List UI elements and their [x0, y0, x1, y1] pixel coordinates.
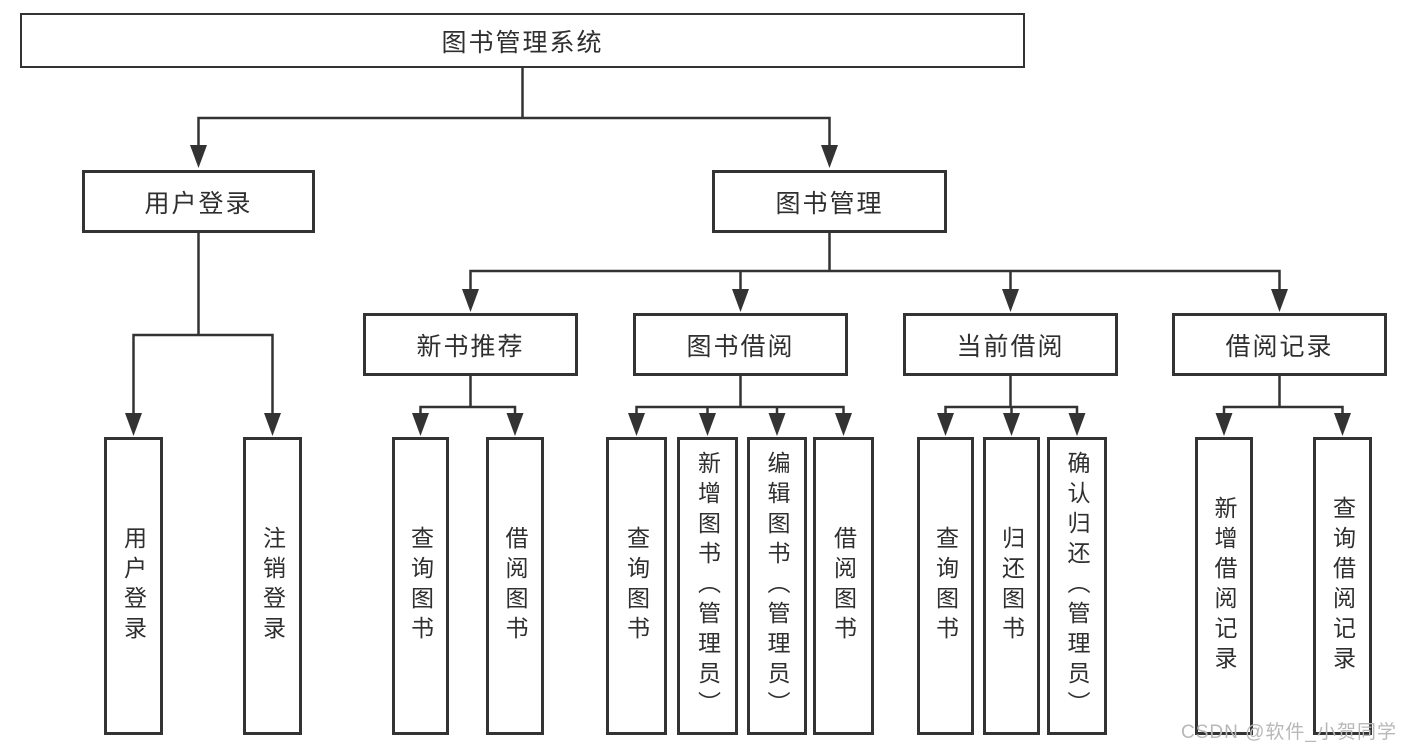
edge-book-borrow-fan — [635, 376, 845, 420]
leaf-logout: 注销登录 — [243, 437, 302, 735]
node-borrow-records: 借阅记录 — [1172, 313, 1387, 376]
node-book-borrow-label: 图书借阅 — [686, 332, 795, 361]
node-current-borrow: 当前借阅 — [903, 313, 1118, 376]
edge-user-login-fan — [132, 233, 274, 420]
leaf-confirm-return-admin: 确认归还（管理员） — [1047, 437, 1107, 735]
leaf-borrow-books: 借阅图书 — [813, 437, 874, 735]
edge-root-fan — [197, 68, 831, 150]
node-root: 图书管理系统 — [20, 13, 1025, 68]
edge-borrow-records-fan — [1222, 376, 1344, 420]
leaf-query-books-recommend: 查询图书 — [392, 437, 449, 735]
node-root-label: 图书管理系统 — [441, 28, 604, 57]
node-borrow-records-label: 借阅记录 — [1225, 332, 1334, 361]
leaf-add-book-admin: 新增图书（管理员） — [677, 437, 738, 735]
arrowheads — [125, 145, 1351, 436]
edge-new-book-fan — [419, 376, 517, 420]
leaf-edit-book-admin: 编辑图书（管理员） — [747, 437, 807, 735]
node-user-login: 用户登录 — [82, 170, 315, 233]
node-new-book-recommend-label: 新书推荐 — [416, 332, 525, 361]
node-user-login-label: 用户登录 — [144, 189, 253, 218]
node-current-borrow-label: 当前借阅 — [956, 332, 1065, 361]
leaf-query-borrow-record: 查询借阅记录 — [1313, 437, 1372, 735]
leaf-borrow-books-recommend: 借阅图书 — [486, 437, 544, 735]
node-book-management-label: 图书管理 — [775, 189, 884, 218]
node-book-borrow: 图书借阅 — [633, 313, 848, 376]
edge-book-management-fan — [469, 233, 1281, 295]
leaf-query-books-current: 查询图书 — [917, 437, 974, 735]
node-book-management: 图书管理 — [712, 170, 947, 233]
leaf-add-borrow-record: 新增借阅记录 — [1195, 437, 1253, 735]
csdn-watermark: CSDN @软件_小贺同学 — [1181, 722, 1397, 743]
leaf-user-login: 用户登录 — [104, 437, 163, 735]
leaf-return-book: 归还图书 — [983, 437, 1040, 735]
leaf-query-books-borrow: 查询图书 — [606, 437, 667, 735]
node-new-book-recommend: 新书推荐 — [363, 313, 578, 376]
